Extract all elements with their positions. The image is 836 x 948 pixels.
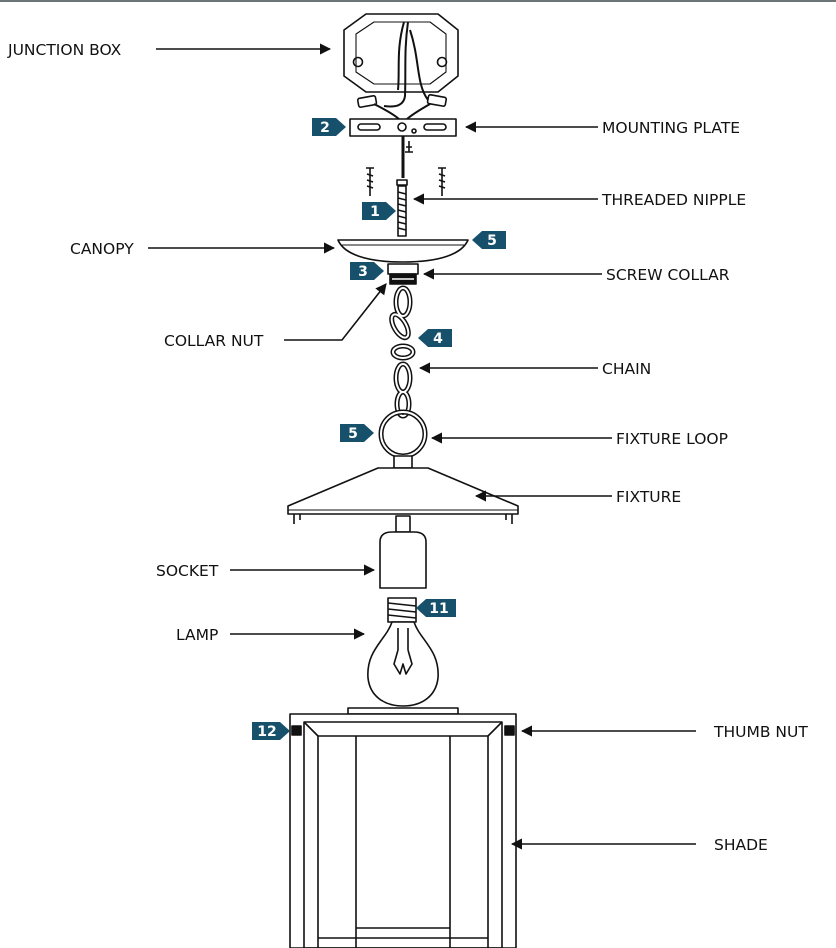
- top-rule: [0, 0, 836, 2]
- mounting-plate: [349, 118, 457, 153]
- screw-collar: [387, 263, 419, 285]
- lamp: [367, 597, 439, 707]
- shade: [289, 707, 517, 948]
- step-badge-canopy: [472, 231, 506, 249]
- label-collar-nut: COLLAR NUT: [164, 332, 264, 350]
- step-badge-chain: [418, 329, 452, 347]
- step-number-lamp: 11: [429, 601, 448, 617]
- junction-box: [343, 13, 459, 108]
- label-chain: CHAIN: [602, 360, 651, 378]
- socket: [379, 515, 427, 589]
- step-number-thumb-nut: 12: [257, 724, 276, 740]
- label-threaded-nipple: THREADED NIPPLE: [601, 191, 746, 209]
- label-canopy: CANOPY: [70, 240, 134, 258]
- step-number-mounting-plate: 2: [320, 120, 330, 136]
- step-badge-mounting-plate: [312, 118, 346, 136]
- mounting-screws: [366, 167, 446, 196]
- label-junction-box: JUNCTION BOX: [7, 41, 122, 59]
- step-number-screw-collar: 3: [358, 264, 368, 280]
- wire-nuts: [356, 94, 448, 121]
- threaded-nipple: [396, 179, 408, 237]
- fixture: [287, 467, 519, 524]
- step-badge-lamp: [416, 599, 456, 617]
- label-shade: SHADE: [714, 836, 768, 854]
- fixture-loop: [378, 409, 428, 469]
- label-fixture-loop: FIXTURE LOOP: [616, 430, 728, 448]
- step-badge-thumb-nut: [252, 722, 290, 740]
- label-thumb-nut: THUMB NUT: [713, 723, 808, 741]
- label-mounting-plate: MOUNTING PLATE: [602, 119, 740, 137]
- step-badge-screw-collar: [350, 262, 384, 280]
- label-socket: SOCKET: [156, 562, 219, 580]
- label-screw-collar: SCREW COLLAR: [606, 266, 730, 284]
- step-number-canopy: 5: [487, 233, 497, 249]
- label-lamp: LAMP: [176, 626, 218, 644]
- step-number-fixture-loop: 5: [348, 426, 358, 442]
- canopy: [337, 239, 469, 263]
- step-badge-fixture-loop: [340, 424, 374, 442]
- collar-nut-leader: [284, 283, 387, 341]
- label-fixture: FIXTURE: [616, 488, 681, 506]
- step-number-threaded-nipple: 1: [370, 204, 380, 220]
- step-number-chain: 4: [433, 331, 443, 347]
- step-badge-threaded-nipple: [362, 202, 396, 220]
